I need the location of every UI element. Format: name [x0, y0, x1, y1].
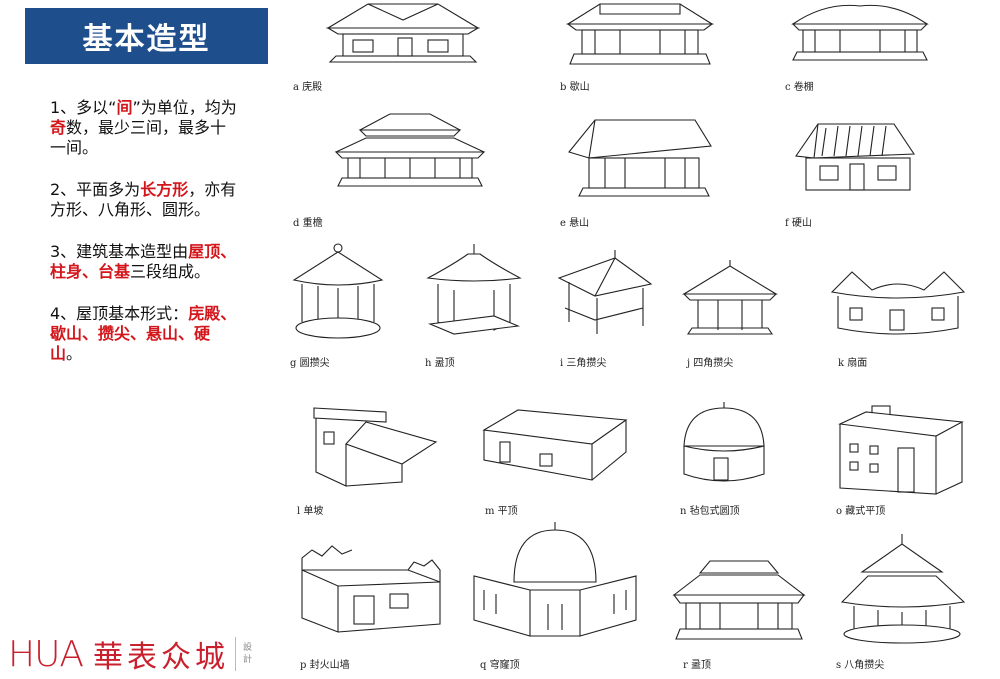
dome-roof-icon — [473, 522, 637, 637]
point-1-highlight-jian: 间 — [116, 98, 133, 117]
figure-s — [838, 532, 968, 647]
square-pyramid-roof-icon — [682, 260, 778, 335]
point-3-highlight: 屋顶、柱身、台基 — [50, 242, 237, 281]
point-1-text-e: 数，最少三间，最多十一间。 — [50, 118, 227, 157]
title-banner: 基本造型 — [25, 8, 268, 64]
double-eave-icon — [334, 113, 486, 187]
figure-p-label: p 封火山墙 — [300, 660, 350, 671]
figure-r — [670, 555, 808, 645]
point-1: 1、多以“间”为单位，均为奇数，最少三间，最多十一间。 — [50, 98, 240, 158]
figure-g-label: g 圆攒尖 — [290, 358, 330, 369]
figure-r-label: r 盝顶 — [683, 660, 711, 671]
figure-e — [565, 112, 715, 202]
figure-l-label: l 单坡 — [297, 506, 324, 517]
figure-q — [470, 520, 640, 640]
figure-h-label: h 盝顶 — [425, 358, 455, 369]
point-4-highlight: 庑殿、歇山、攒尖、悬山、硬山 — [50, 304, 237, 363]
figure-n-label: n 毡包式圆顶 — [680, 506, 740, 517]
point-4-text-a: 4、屋顶基本形式： — [50, 304, 189, 323]
figure-b-label: b 歇山 — [560, 82, 590, 93]
point-3: 3、建筑基本造型由屋顶、柱身、台基三段组成。 — [50, 242, 240, 282]
point-2: 2、平面多为长方形，亦有方形、八角形、圆形。 — [50, 180, 240, 220]
fan-shaped-roof-icon — [830, 271, 966, 335]
firewall-gable-icon — [301, 545, 441, 633]
gable-hip-roof-icon — [566, 3, 714, 65]
point-1-highlight-odd: 奇 — [50, 118, 67, 137]
yurt-dome-icon — [683, 402, 765, 482]
point-1-text-c: ”为单位，均为 — [132, 98, 237, 117]
figure-i — [555, 248, 655, 340]
flat-top-hip-roof-2-icon — [672, 560, 806, 640]
point-2-highlight: 长方形 — [140, 180, 189, 199]
tibetan-flat-roof-icon — [838, 405, 964, 495]
figure-o — [836, 404, 966, 496]
figure-c-label: c 卷棚 — [785, 82, 814, 93]
figure-j — [680, 258, 780, 338]
hip-roof-hall-icon — [326, 3, 480, 63]
figure-c — [785, 0, 935, 70]
figure-k-label: k 扇面 — [838, 358, 868, 369]
flat-top-hip-icon — [426, 244, 522, 335]
figure-d-label: d 重檐 — [293, 218, 323, 229]
octagonal-pyramid-roof-icon — [840, 534, 966, 644]
point-2-text-a: 2、平面多为 — [50, 180, 141, 199]
round-ridge-roof-icon — [791, 4, 929, 61]
figure-a — [318, 0, 488, 70]
figure-h — [424, 240, 524, 345]
figure-f — [790, 118, 920, 200]
overhanging-gable-icon — [568, 119, 712, 197]
logo-divider — [235, 637, 237, 671]
triangular-pyramid-roof-icon — [557, 250, 653, 334]
figure-l — [306, 402, 440, 490]
figure-j-label: j 四角攒尖 — [687, 358, 734, 369]
figure-q-label: q 穹窿顶 — [480, 660, 520, 671]
figure-p — [298, 540, 444, 636]
figure-a-label: a 庑殿 — [293, 82, 323, 93]
figure-s-label: s 八角攒尖 — [836, 660, 885, 671]
figure-k — [828, 262, 968, 340]
single-slope-roof-icon — [313, 407, 438, 487]
figure-f-label: f 硬山 — [785, 218, 812, 229]
logo-tagline: 設計 — [241, 642, 252, 666]
flat-roof-icon — [482, 409, 628, 481]
figure-m-label: m 平顶 — [485, 506, 518, 517]
logo-latin: HUA — [8, 633, 84, 675]
company-logo: HUA 華表众城 設計 — [8, 632, 253, 676]
point-3-text-c: 三段组成。 — [130, 262, 211, 281]
figure-g — [288, 240, 388, 345]
figure-n — [678, 398, 770, 488]
figure-b — [560, 0, 720, 72]
figure-e-label: e 悬山 — [560, 218, 590, 229]
point-4: 4、屋顶基本形式：庑殿、歇山、攒尖、悬山、硬山。 — [50, 304, 240, 364]
flush-gable-icon — [795, 123, 916, 191]
figure-d — [330, 110, 490, 195]
point-2-text-c: ，亦有方形、八角形、圆形。 — [50, 180, 237, 219]
point-4-text-c: 。 — [66, 344, 83, 363]
figure-m — [480, 404, 632, 488]
figure-i-label: i 三角攒尖 — [560, 358, 607, 369]
key-points: 1、多以“间”为单位，均为奇数，最少三间，最多十一间。 2、平面多为长方形，亦有… — [50, 98, 240, 386]
page-title: 基本造型 — [82, 22, 211, 57]
point-3-text-a: 3、建筑基本造型由 — [50, 242, 189, 261]
figure-o-label: o 藏式平顶 — [836, 506, 886, 517]
point-1-text-a: 1、多以“ — [50, 98, 117, 117]
logo-chinese: 華表众城 — [93, 640, 230, 675]
round-pyramid-roof-icon — [292, 243, 384, 339]
